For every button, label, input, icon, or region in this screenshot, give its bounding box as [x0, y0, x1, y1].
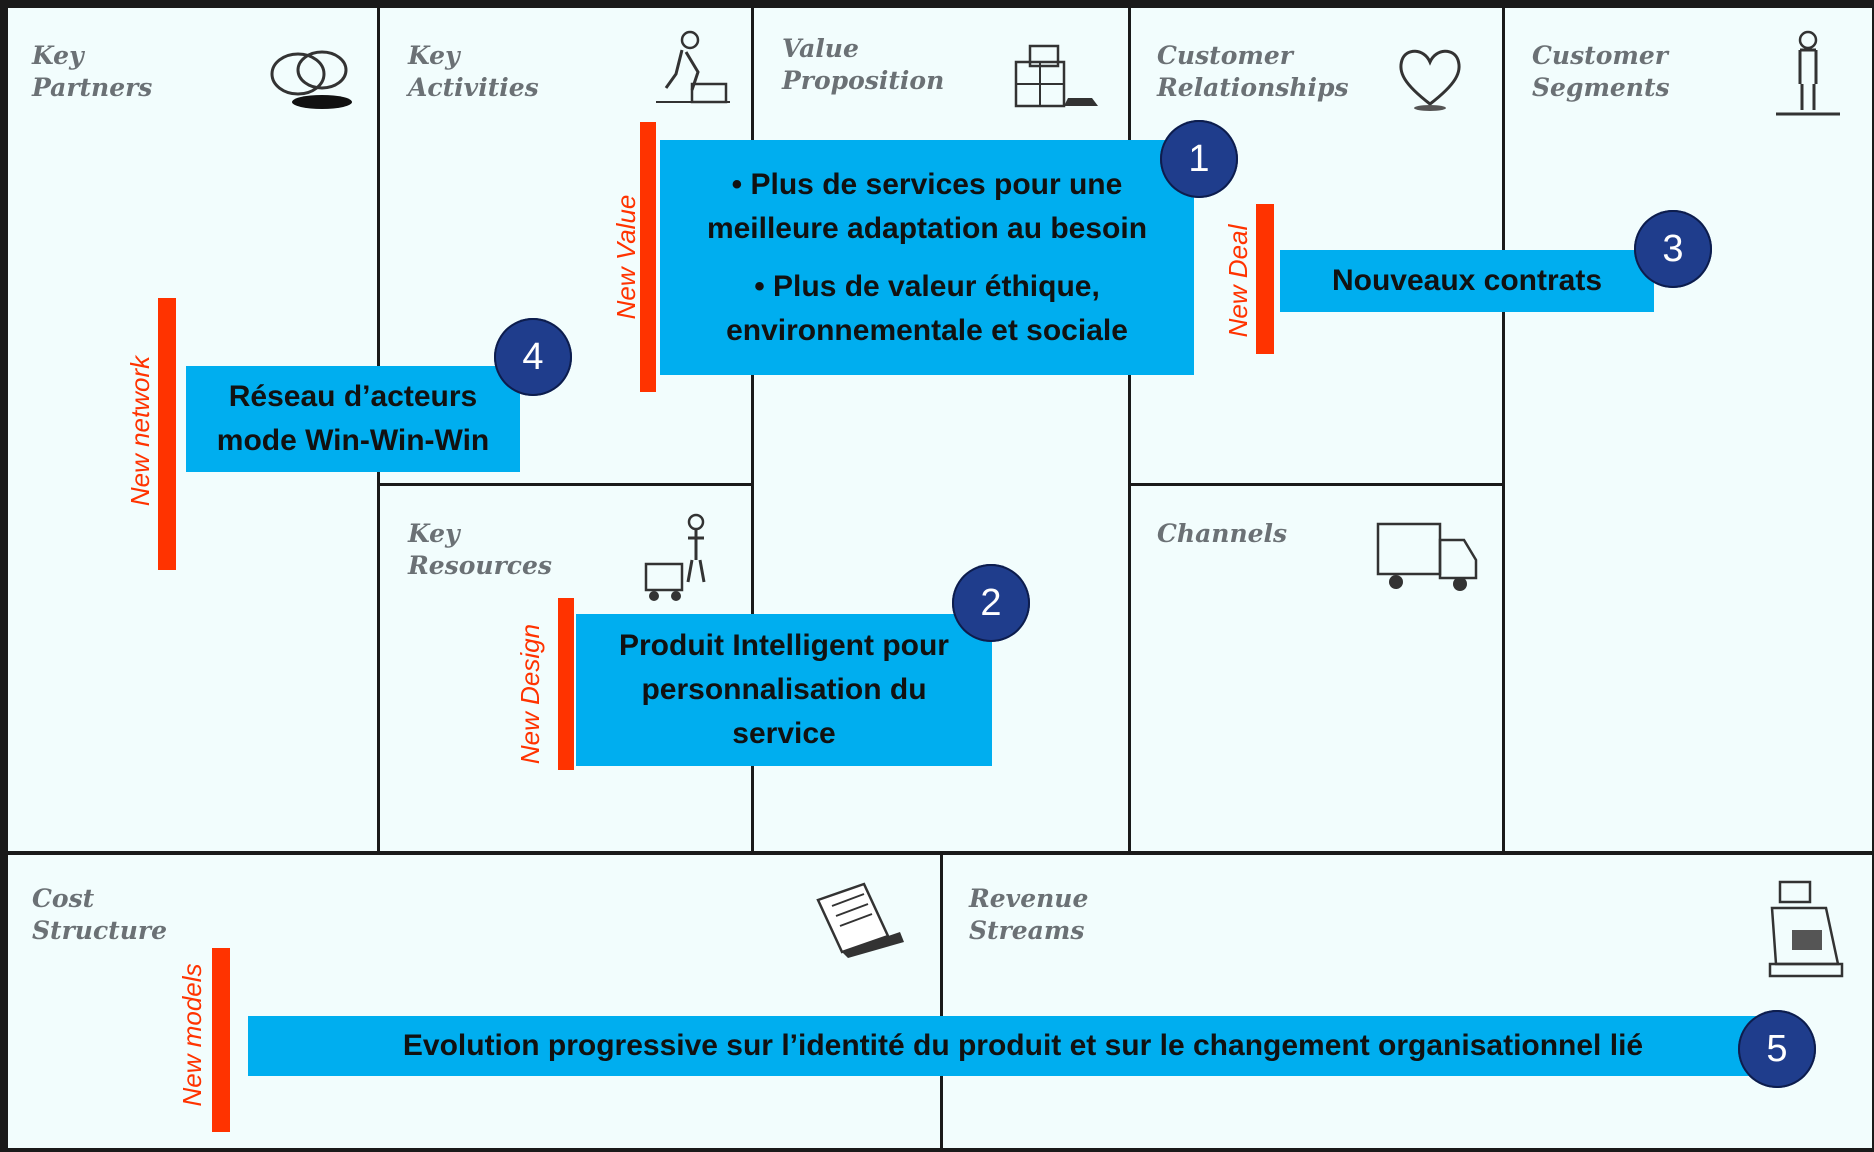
new-design-label: New Design: [515, 623, 545, 765]
new-design-text: Produit Intelligent pour personnalisatio…: [619, 629, 949, 750]
truck-icon: [1376, 522, 1478, 591]
new-value-bullet-2: • Plus de valeur éthique, environnementa…: [726, 269, 1128, 347]
divider-activities-resources: [377, 483, 754, 486]
new-network-box: Réseau d’acteurs mode Win-Win-Win: [186, 366, 520, 472]
border-bottom: [0, 1148, 1874, 1152]
cost-structure-title: Cost Structure: [32, 884, 167, 945]
divider-cost-revenue: [940, 851, 943, 1151]
new-value-label: New Value: [611, 194, 641, 320]
new-design-box: Produit Intelligent pour personnalisatio…: [576, 614, 992, 766]
new-value-box: • Plus de services pour une meilleure ad…: [660, 140, 1194, 375]
heart-icon: [1399, 49, 1461, 111]
new-models-label: New models: [177, 963, 207, 1107]
divider-4: [1502, 0, 1505, 855]
new-network-label: New network: [125, 355, 155, 507]
key-activities-title: Key Activities: [408, 41, 539, 102]
worker-icon: [656, 30, 730, 104]
customer-relationships-title: Customer Relationships: [1157, 41, 1349, 102]
new-design-bar: [558, 598, 574, 770]
new-network-text: Réseau d’acteurs mode Win-Win-Win: [216, 380, 490, 457]
invoice-icon: [816, 882, 904, 958]
new-deal-box: Nouveaux contrats: [1280, 250, 1654, 312]
divider-bottom-row: [0, 851, 1874, 855]
badge-3: 3: [1634, 210, 1712, 288]
cash-register-icon: [1768, 880, 1844, 978]
new-models-bar: [212, 948, 230, 1132]
badge-1: 1: [1160, 120, 1238, 198]
new-deal-text: Nouveaux contrats: [1331, 264, 1603, 297]
new-deal-label: New Deal: [1223, 224, 1253, 338]
new-models-box: Evolution progressive sur l’identité du …: [248, 1016, 1798, 1076]
person-icon: [1776, 30, 1840, 116]
border-right: [1872, 0, 1874, 1152]
new-network-bar: [158, 298, 176, 570]
forklift-icon: [644, 513, 706, 601]
divider-3: [1128, 0, 1131, 855]
value-proposition-title: Value Proposition: [782, 34, 945, 95]
badge-5: 5: [1738, 1010, 1816, 1088]
new-deal-bar: [1256, 204, 1274, 354]
border-left: [0, 0, 8, 1152]
divider-relationships-channels: [1128, 483, 1505, 486]
revenue-streams-title: Revenue Streams: [969, 884, 1089, 945]
divider-2: [751, 0, 754, 855]
gift-icon: [1014, 44, 1098, 108]
key-partners-title: Key Partners: [32, 41, 153, 102]
customer-segments-title: Customer Segments: [1532, 41, 1670, 102]
border-top: [0, 0, 1874, 8]
new-models-text: Evolution progressive sur l’identité du …: [402, 1029, 1644, 1062]
channels-title: Channels: [1157, 519, 1288, 548]
rings-icon: [270, 50, 352, 109]
new-value-bullet-1: • Plus de services pour une meilleure ad…: [706, 167, 1148, 245]
badge-2: 2: [952, 564, 1030, 642]
badge-4: 4: [494, 318, 572, 396]
new-value-bar: [640, 122, 656, 392]
key-resources-title: Key Resources: [408, 519, 552, 580]
